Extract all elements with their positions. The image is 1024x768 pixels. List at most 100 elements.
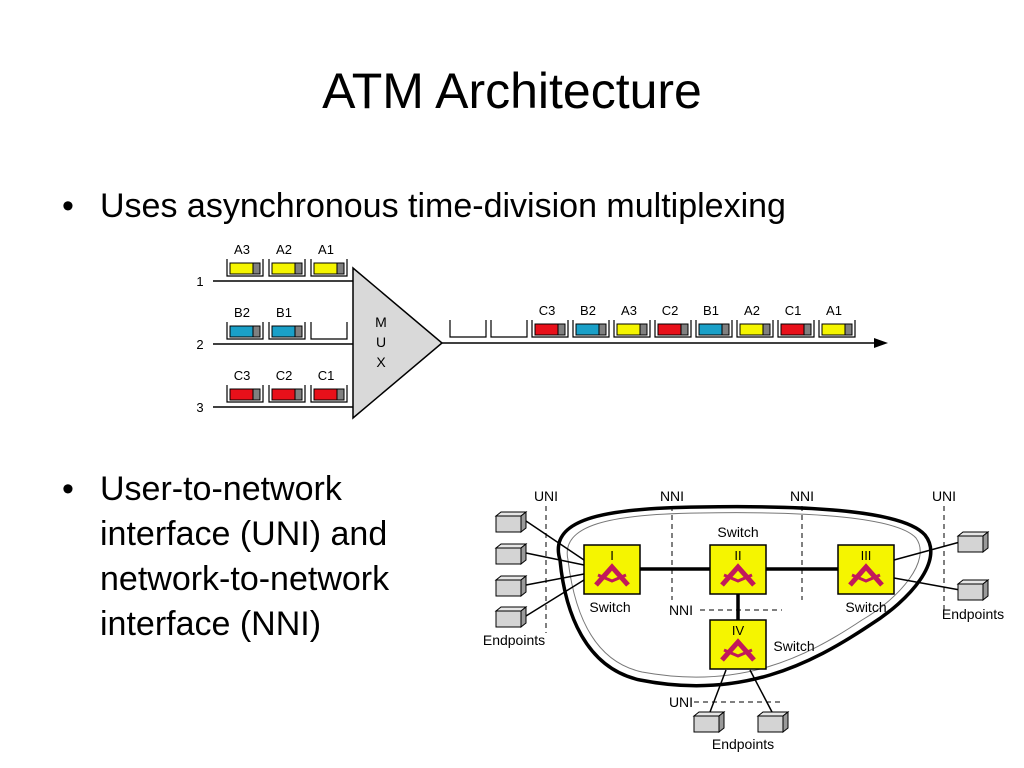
- atm-switch: III: [837, 544, 895, 595]
- switch-id: II: [734, 548, 741, 563]
- cell-label: A1: [826, 303, 842, 318]
- cell-label: B2: [234, 305, 250, 320]
- switch-routing-icon: [594, 563, 630, 587]
- endpoint-device-icon: [494, 510, 528, 534]
- switch-routing-icon: [723, 573, 753, 583]
- switch-routing-icon: [720, 563, 756, 587]
- endpoint-link: [893, 541, 961, 561]
- endpoint-device-icon: [956, 530, 990, 554]
- uni-label-bottom: UNI: [669, 694, 693, 710]
- endpoints-label: Endpoints: [712, 736, 774, 752]
- endpoint-device-icon: [756, 710, 790, 734]
- bullet-line: User-to-network: [100, 470, 342, 508]
- mux-letter: M: [375, 314, 387, 330]
- nni-label-bottom: NNI: [669, 602, 693, 618]
- uni-label-left: UNI: [534, 488, 558, 504]
- atm-cell: [490, 320, 528, 338]
- bullet-dot: •: [62, 187, 74, 225]
- input-line-number: 2: [196, 337, 203, 352]
- endpoint-link: [525, 552, 585, 566]
- atm-cell: C3: [531, 303, 569, 338]
- endpoint-link: [525, 573, 585, 586]
- atm-cell: A3: [613, 303, 651, 338]
- output-arrowhead: [874, 338, 888, 348]
- endpoint-link: [709, 669, 727, 713]
- network-cloud-inner: [566, 512, 921, 678]
- bullet-line: interface (UNI) and: [100, 515, 388, 553]
- network-cloud: [556, 504, 933, 688]
- switch-id: IV: [732, 623, 745, 638]
- mux-letter: X: [376, 354, 386, 370]
- switch-id: III: [861, 548, 872, 563]
- atm-switch: IV: [709, 619, 767, 670]
- mux-triangle: [352, 266, 444, 420]
- endpoint-link: [525, 579, 585, 617]
- atm-cell: C1: [777, 303, 815, 338]
- slide-title: ATM Architecture: [322, 63, 702, 119]
- cell-label: B1: [703, 303, 719, 318]
- endpoint-device-icon: [494, 542, 528, 566]
- atm-cell: [449, 320, 487, 338]
- atm-cell: A3: [226, 242, 264, 277]
- switch-label: Switch: [845, 599, 886, 615]
- uni-label-right: UNI: [932, 488, 956, 504]
- atm-cell: [310, 322, 348, 340]
- cell-label: C3: [539, 303, 556, 318]
- atm-cell: B1: [268, 305, 306, 340]
- bullet-uni-nni: • User-to-network interface (UNI) and ne…: [62, 467, 460, 647]
- cell-label: A1: [318, 242, 334, 257]
- atm-cell: C1: [310, 368, 348, 403]
- atm-switch: II: [709, 544, 767, 595]
- atm-cell: C2: [268, 368, 306, 403]
- input-line-number: 1: [196, 274, 203, 289]
- bullet-atdm: • Uses asynchronous time-division multip…: [62, 184, 786, 229]
- mux-letter: U: [376, 334, 386, 350]
- atm-cell: C2: [654, 303, 692, 338]
- input-line-number: 3: [196, 400, 203, 415]
- cell-label: C1: [785, 303, 802, 318]
- cell-label: A3: [621, 303, 637, 318]
- cell-label: C2: [662, 303, 679, 318]
- atm-cell: A1: [310, 242, 348, 277]
- endpoint-link: [525, 520, 585, 561]
- cell-label: B2: [580, 303, 596, 318]
- cell-label: B1: [276, 305, 292, 320]
- cell-label: A2: [744, 303, 760, 318]
- atm-cell: A1: [818, 303, 856, 338]
- endpoint-link: [749, 669, 773, 713]
- atm-cell: C3: [226, 368, 264, 403]
- bullet-text: Uses asynchronous time-division multiple…: [100, 187, 786, 225]
- nni-label-right: NNI: [790, 488, 814, 504]
- bullet-line: network-to-network: [100, 560, 390, 598]
- switch-routing-icon: [848, 563, 884, 587]
- switch-label: Switch: [773, 638, 814, 654]
- atm-cell: A2: [268, 242, 306, 277]
- nni-label-left: NNI: [660, 488, 684, 504]
- atm-switch: I: [583, 544, 641, 595]
- atm-cell: B1: [695, 303, 733, 338]
- switch-id: I: [610, 548, 614, 563]
- atm-cell: B2: [572, 303, 610, 338]
- endpoint-device-icon: [692, 710, 726, 734]
- endpoints-label: Endpoints: [483, 632, 545, 648]
- endpoint-device-icon: [956, 578, 990, 602]
- cell-label: C3: [234, 368, 251, 383]
- switch-label: Switch: [717, 524, 758, 540]
- endpoint-device-icon: [494, 605, 528, 629]
- cell-label: C1: [318, 368, 335, 383]
- cell-label: C2: [276, 368, 293, 383]
- switch-routing-icon: [597, 573, 627, 583]
- switch-label: Switch: [589, 599, 630, 615]
- endpoint-link: [893, 577, 961, 591]
- atm-cell: B2: [226, 305, 264, 340]
- switch-routing-icon: [720, 638, 756, 662]
- switch-routing-icon: [851, 573, 881, 583]
- endpoints-label: Endpoints: [942, 606, 1004, 622]
- cell-label: A3: [234, 242, 250, 257]
- bullet-line: interface (NNI): [100, 605, 322, 643]
- cell-label: A2: [276, 242, 292, 257]
- switch-routing-icon: [723, 648, 753, 658]
- bullet-dot: •: [62, 470, 74, 508]
